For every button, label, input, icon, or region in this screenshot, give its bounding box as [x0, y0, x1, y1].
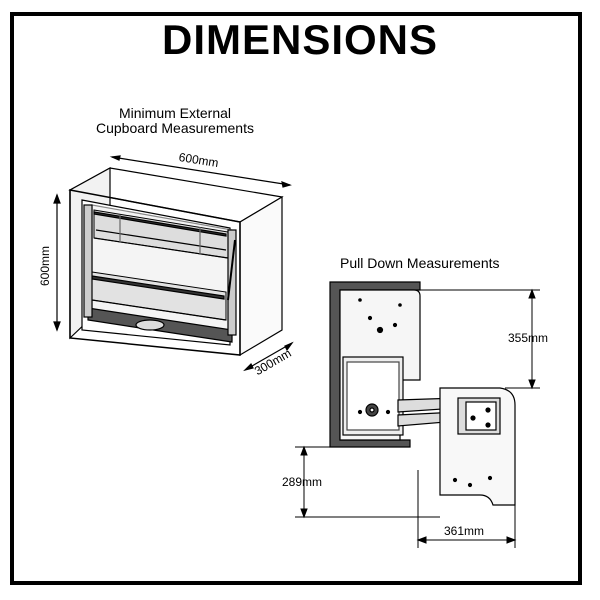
cabinet-diagram	[68, 166, 284, 357]
cabinet-height-label: 600mm	[38, 245, 52, 286]
pulldown-dimensions	[295, 288, 540, 548]
border-frame	[10, 12, 582, 585]
pulldown-289-label: 289mm	[282, 475, 323, 489]
page-title: DIMENSIONS	[161, 16, 439, 63]
pulldown-diagram	[329, 281, 516, 506]
cabinet-caption-line1: Minimum External	[118, 105, 232, 121]
cabinet-dimensions	[53, 155, 294, 372]
cabinet-caption-line2: Cupboard Measurements	[96, 120, 254, 136]
pulldown-caption: Pull Down Measurements	[340, 255, 500, 271]
pulldown-361-label: 361mm	[444, 524, 485, 538]
pulldown-355-label: 355mm	[508, 331, 549, 345]
cabinet-caption: Minimum External Cupboard Measurements	[75, 106, 275, 136]
